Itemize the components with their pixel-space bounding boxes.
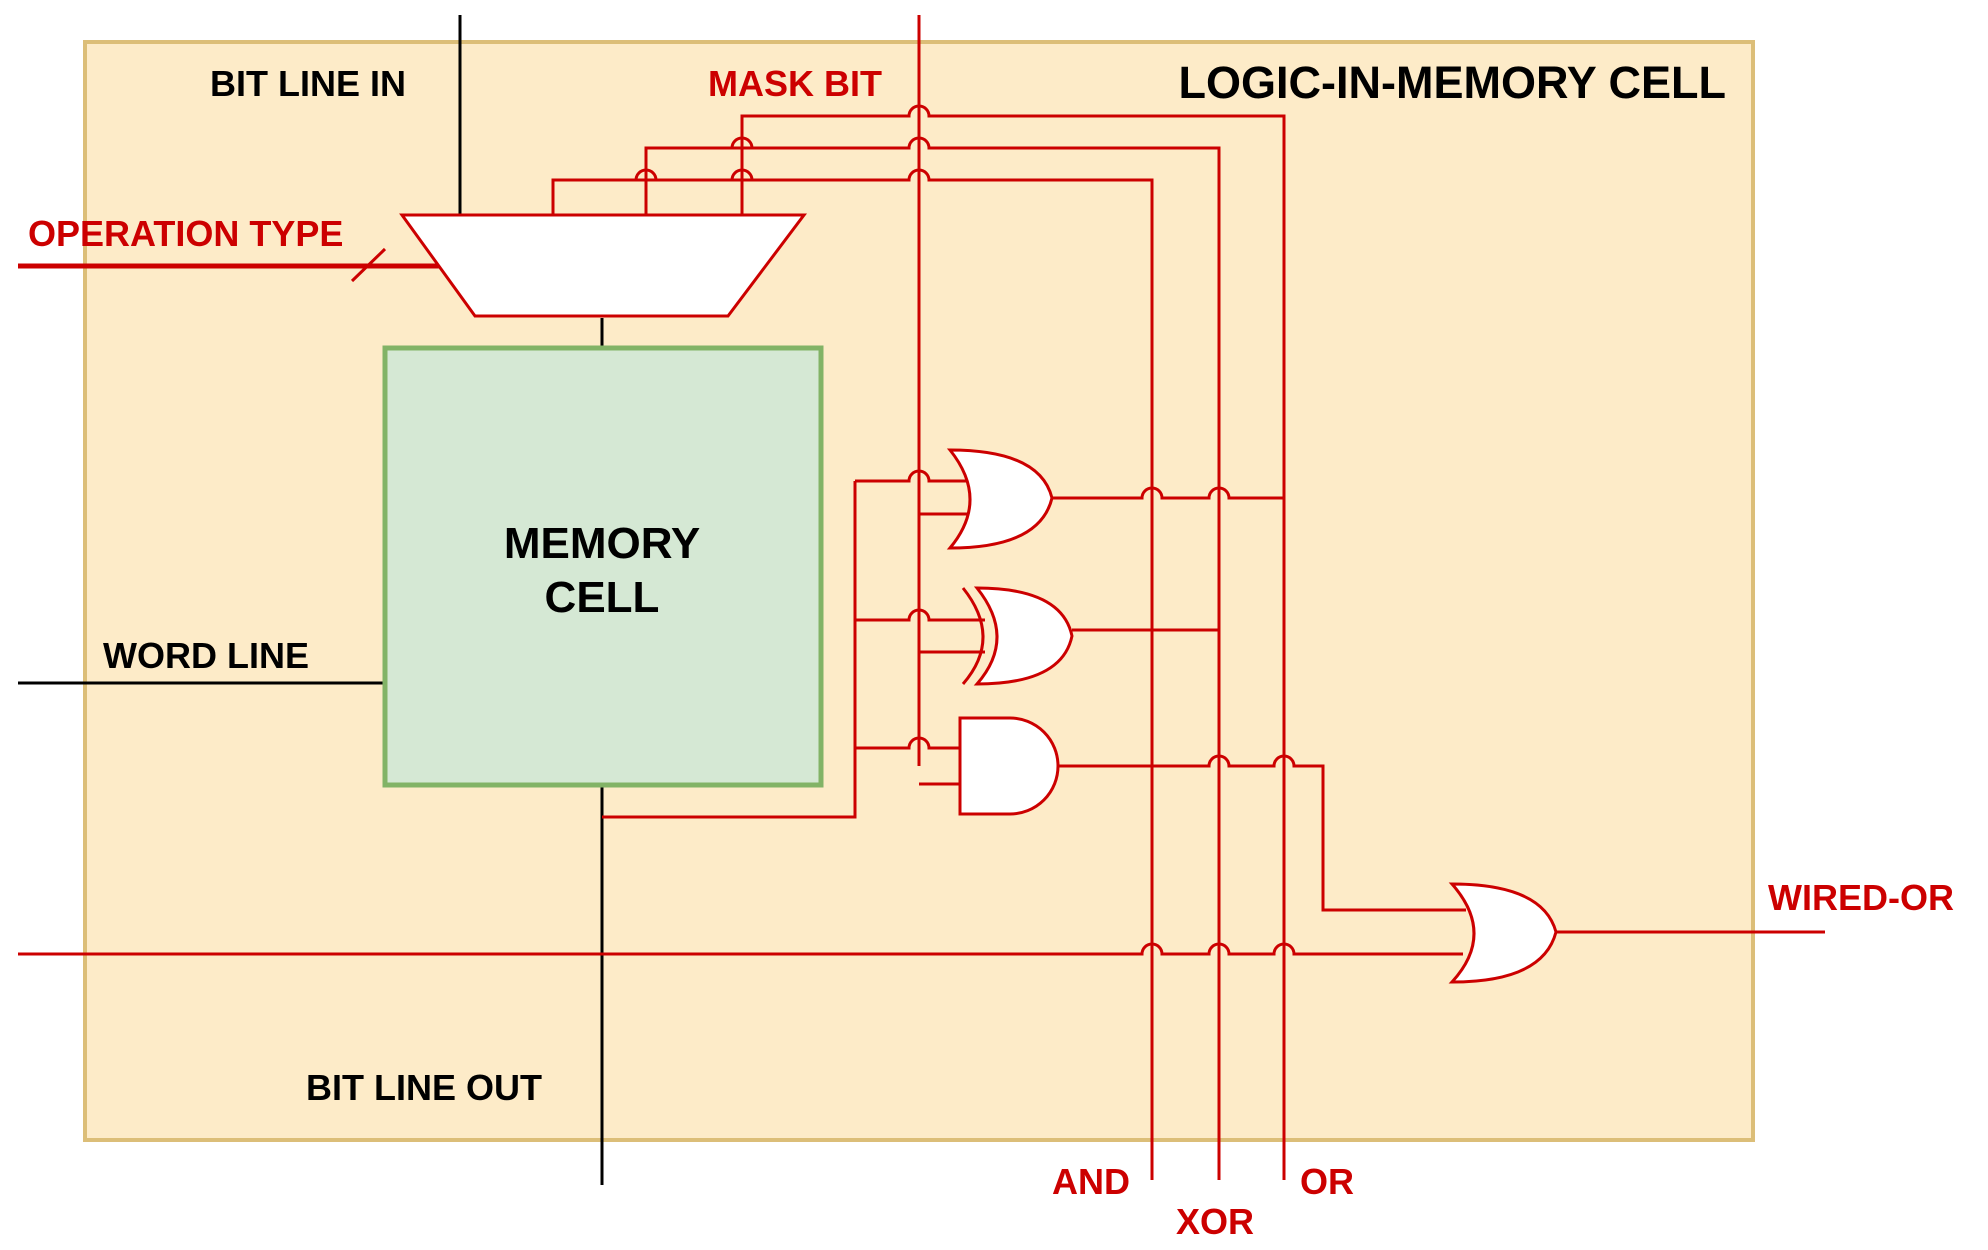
memory-cell-label-line2: CELL (545, 573, 660, 622)
or-gate-output (1052, 486, 1284, 500)
memory-cell-block (382, 345, 824, 788)
xor-output-label: XOR (1176, 1201, 1254, 1242)
operation-multiplexer (399, 213, 808, 318)
xor-gate (973, 586, 1074, 686)
memory-cell-label-line1: MEMORY (504, 519, 700, 568)
memory-output-wire (602, 481, 857, 819)
word-line-label: WORD LINE (103, 635, 309, 676)
select-hop-2 (730, 168, 754, 181)
mask-bit-label: MASK BIT (708, 63, 882, 104)
or-gate (946, 448, 1054, 550)
bus-width-slash (350, 247, 387, 283)
wired-or-label: WIRED-OR (1768, 877, 1954, 918)
xor-gate-extra-arc (961, 587, 985, 685)
wired-or-gate (1448, 882, 1558, 984)
and-select-wire (551, 168, 1154, 1180)
select-hop-1 (634, 168, 658, 181)
and-output-label: AND (1052, 1161, 1130, 1202)
diagram-title: LOGIC-IN-MEMORY CELL (1179, 57, 1726, 108)
and-gate-output (1058, 754, 1466, 912)
data-to-and-gate (855, 736, 960, 750)
xor-select-wire (644, 136, 1221, 1180)
or-output-label: OR (1300, 1161, 1354, 1202)
select-hop-3 (730, 136, 754, 149)
data-to-xor-gate (855, 608, 985, 622)
or-select-wire (740, 104, 1286, 1180)
and-gate (958, 716, 1060, 816)
operation-type-label: OPERATION TYPE (28, 213, 343, 254)
wired-or-input-wire (18, 942, 1463, 956)
data-to-or-gate (855, 469, 975, 483)
bit-line-in-label: BIT LINE IN (210, 63, 406, 104)
bit-line-out-label: BIT LINE OUT (306, 1067, 542, 1108)
